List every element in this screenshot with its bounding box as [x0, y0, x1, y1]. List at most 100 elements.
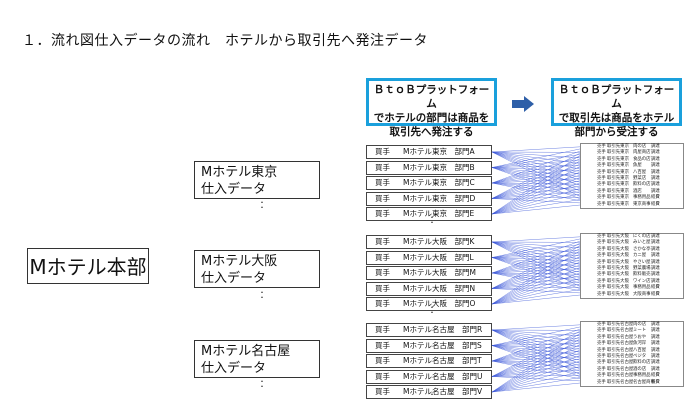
connector-line [491, 342, 595, 393]
connector-line [491, 323, 595, 377]
connector-line [491, 203, 595, 215]
supplier-field-b: 取引先名古屋 [607, 366, 634, 372]
supplier-field-a: 売手 [597, 175, 606, 181]
supplier-row: 売手取引先東京東京商事経費 [581, 202, 683, 208]
supplier-row: 売手取引先名古屋肉の店調達 [581, 322, 683, 328]
supplier-field-d: 調達 [651, 150, 660, 156]
ellipsis-vertical: ·· [260, 196, 264, 214]
connector-line [491, 196, 595, 199]
hotel-label: Mホテル東京 [403, 209, 447, 218]
supplier-list: 売手取引先大阪にくの店調達売手取引先大阪みいと屋調達売手取引先大阪さかな亭調達売… [580, 233, 684, 299]
supplier-field-d: 調達 [651, 322, 660, 327]
connector-line [491, 261, 595, 289]
supplier-field-b: 取引先大阪 [607, 272, 629, 278]
supplier-field-a: 売手 [597, 353, 606, 359]
supplier-field-c: 名古屋商事 [633, 379, 655, 385]
platform-hotel-line: ＢｔｏＢプラットフォーム [373, 84, 490, 110]
supplier-row: 売手取引先名古屋うおや調達 [581, 335, 683, 341]
department-label: 部門M [454, 268, 476, 277]
buyer-label: 買手 [375, 340, 390, 350]
supplier-row: 売手取引先大阪ワイン店調達 [581, 279, 683, 285]
supplier-field-c: 魚河岸 [633, 341, 647, 347]
connector-line [491, 248, 595, 305]
connector-line [491, 286, 595, 305]
supplier-field-b: 取引先名古屋 [607, 379, 634, 385]
connector-line [491, 254, 595, 305]
department-label: 部門K [454, 237, 475, 246]
buyer-label: 買手 [375, 252, 390, 262]
supplier-field-d: 調達 [651, 259, 660, 265]
supplier-field-b: 取引先大阪 [607, 278, 629, 284]
connector-line [491, 196, 595, 215]
supplier-field-d: 経費 [651, 291, 660, 297]
supplier-field-c: 肉の店 [633, 144, 647, 149]
supplier-row: 売手取引先大阪事務用品経費 [581, 285, 683, 291]
connector-line [491, 286, 595, 289]
connector-line [491, 145, 595, 153]
connector-line [491, 152, 595, 215]
connector-line [491, 145, 595, 184]
supplier-field-c: 食品の店 [633, 156, 651, 162]
hotel-name: Mホテル東京 [201, 165, 278, 180]
supplier-field-a: 売手 [597, 188, 606, 194]
department-label: 部門U [461, 371, 483, 381]
department-label: 部門E [454, 209, 475, 218]
supplier-field-b: 取引先東京 [607, 144, 629, 149]
connector-line [491, 362, 595, 393]
buyer-label: 買手 [375, 356, 390, 365]
connector-line [491, 145, 595, 215]
supplier-field-b: 取引先大阪 [607, 246, 629, 252]
supplier-field-a: 売手 [597, 373, 606, 379]
supplier-field-a: 売手 [597, 285, 606, 291]
supplier-field-d: 調達 [651, 360, 660, 366]
buyer-label: 買手 [375, 193, 390, 203]
supplier-field-b: 取引先東京 [607, 201, 629, 207]
supplier-field-c: さかな亭 [633, 246, 651, 252]
supplier-row: 売手取引先名古屋酒の店調達 [581, 367, 683, 373]
hotel-sub: 仕入データ [201, 271, 267, 286]
supplier-field-c: 事務用品 [633, 285, 651, 291]
hotel-label: Mホテル東京 [403, 147, 447, 156]
supplier-field-c: みいと屋 [633, 240, 651, 246]
supplier-field-c: 事務用品 [633, 195, 651, 201]
hotel-label: Mホテル大阪 [403, 299, 447, 308]
platform-box-supplier: ＢｔｏＢプラットフォーム で取引先は商品をホテル 部門から受注する [551, 78, 682, 138]
supplier-field-a: 売手 [597, 259, 606, 265]
supplier-field-a: 売手 [597, 272, 606, 278]
ellipsis-vertical: ·· [260, 375, 264, 393]
connector-line [491, 235, 595, 258]
buyer-label: 買手 [375, 178, 390, 187]
supplier-row: 売手取引先名古屋飲料の店調達 [581, 360, 683, 366]
supplier-field-d: 経費 [651, 201, 660, 207]
supplier-field-d: 調達 [651, 234, 660, 239]
connector-line [491, 267, 595, 289]
supplier-field-b: 取引先名古屋 [607, 347, 634, 353]
supplier-row: 売手取引先東京酒店調達 [581, 189, 683, 195]
supplier-row: 売手取引先名古屋魚河岸調達 [581, 341, 683, 347]
page-title: １．流れ図仕入データの流れ ホテルから取引先へ発注データ [22, 33, 428, 49]
supplier-field-c: ベジタ [633, 353, 647, 359]
supplier-row: 売手取引先大阪にくの店調達 [581, 234, 683, 240]
supplier-field-d: 調達 [651, 265, 660, 271]
supplier-field-a: 売手 [597, 201, 606, 207]
connector-line [491, 158, 595, 215]
supplier-field-b: 取引先名古屋 [607, 322, 634, 327]
connector-line [491, 184, 595, 199]
connector-line [491, 376, 595, 382]
hotel-label: Mホテル名古屋 [403, 387, 455, 396]
connector-line [491, 177, 595, 215]
supplier-field-c: 飲料販売 [633, 272, 651, 278]
connector-line [491, 288, 595, 294]
supplier-row: 売手取引先東京事務用品経費 [581, 195, 683, 201]
supplier-field-a: 売手 [597, 182, 606, 188]
connector-line [491, 330, 595, 393]
supplier-field-b: 取引先大阪 [607, 291, 629, 297]
supplier-row: 売手取引先名古屋事務用品経費 [581, 373, 683, 379]
platform-hotel-line: 取引先へ発注する [389, 126, 474, 138]
platform-supplier-line: 部門から受注する [574, 126, 659, 138]
buyer-label: 買手 [375, 147, 390, 156]
